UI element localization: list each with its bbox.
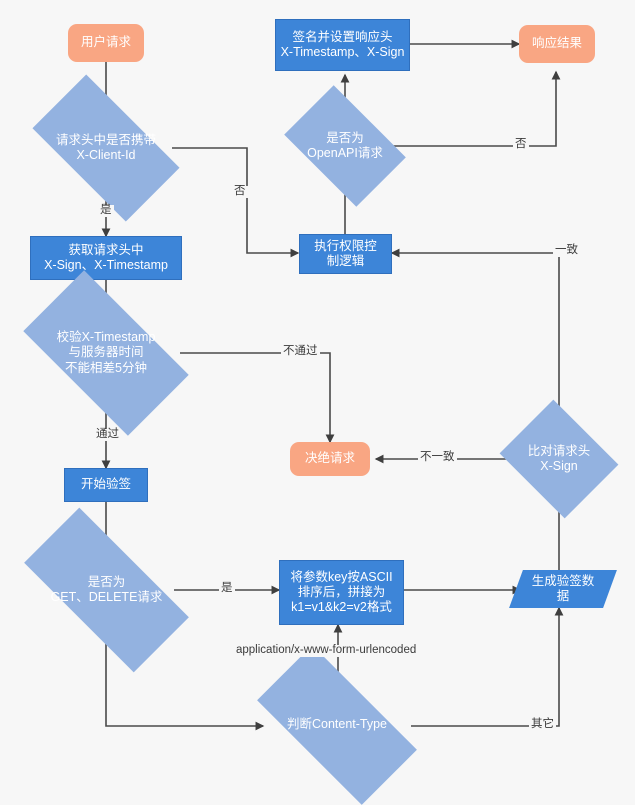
edge-label-timestamp-fail: 不通过 xyxy=(281,345,320,358)
node-get-request-headers-label: 获取请求头中 X-Sign、X-Timestamp xyxy=(44,242,168,272)
node-begin-verify[interactable]: 开始验签 xyxy=(64,468,148,502)
node-reject-request[interactable]: 决绝请求 xyxy=(290,442,370,476)
node-is-get-or-delete-label: 是否为 GET、DELETE请求 xyxy=(50,574,163,604)
edge-content-type-other-to-gen-sign xyxy=(411,606,564,727)
node-compare-sign[interactable]: 比对请求头 X-Sign xyxy=(499,399,619,519)
node-sign-response-headers-label: 签名并设置响应头 X-Timestamp、X-Sign xyxy=(280,29,405,59)
edge-label-text: 是 xyxy=(100,204,112,216)
node-get-request-headers[interactable]: 获取请求头中 X-Sign、X-Timestamp xyxy=(30,236,182,280)
node-sort-params-ascii-label: 将参数key按ASCII 排序后，拼接为 k1=v1&k2=v2格式 xyxy=(290,569,393,615)
edge-label-timestamp-pass: 通过 xyxy=(94,428,121,441)
node-check-timestamp-label: 校验X-Timestamp 与服务器时间 不能相差5分钟 xyxy=(56,330,156,375)
edge-label-no-client-id: 否 xyxy=(232,185,248,198)
node-start-label: 用户请求 xyxy=(80,35,131,50)
node-is-get-or-delete[interactable]: 是否为 GET、DELETE请求 xyxy=(24,507,189,673)
edge-label-other-content-type: 其它 xyxy=(529,718,556,731)
edge-label-yes-client-id: 是 xyxy=(98,204,114,217)
node-generate-sign-data-label: 生成验签数 据 xyxy=(531,573,595,603)
node-judge-content-type-label: 判断Content-Type xyxy=(286,717,388,732)
edge-check-ts-fail-to-reject xyxy=(180,352,335,444)
node-response-result[interactable]: 响应结果 xyxy=(519,25,595,63)
node-sign-response-headers[interactable]: 签名并设置响应头 X-Timestamp、X-Sign xyxy=(275,19,410,71)
edge-label-text: 否 xyxy=(515,138,527,150)
edge-label-text: 不一致 xyxy=(420,451,455,463)
edge-has-client-id-no-to-auth-logic xyxy=(172,147,300,258)
node-has-client-id-label: 请求头中是否携带 X-Client-Id xyxy=(55,132,156,162)
node-reject-request-label: 决绝请求 xyxy=(304,451,355,466)
node-response-result-label: 响应结果 xyxy=(531,36,582,51)
node-sort-params-ascii[interactable]: 将参数key按ASCII 排序后，拼接为 k1=v1&k2=v2格式 xyxy=(279,560,404,625)
edge-is-openapi-no-to-response xyxy=(392,70,561,147)
node-generate-sign-data[interactable]: 生成验签数 据 xyxy=(509,570,617,608)
node-is-openapi-request[interactable]: 是否为 OpenAPI请求 xyxy=(284,85,406,207)
edge-label-text: 不通过 xyxy=(283,345,318,357)
node-start[interactable]: 用户请求 xyxy=(68,24,144,62)
node-compare-sign-label: 比对请求头 X-Sign xyxy=(527,443,591,473)
node-judge-content-type[interactable]: 判断Content-Type xyxy=(257,645,417,805)
node-has-client-id[interactable]: 请求头中是否携带 X-Client-Id xyxy=(32,74,180,222)
edge-label-no-openapi: 否 xyxy=(513,138,529,151)
edge-label-yes-get-delete: 是 xyxy=(219,582,235,595)
edge-label-text: 否 xyxy=(234,185,246,197)
node-execute-auth-logic-label: 执行权限控 制逻辑 xyxy=(314,238,377,268)
node-is-openapi-request-label: 是否为 OpenAPI请求 xyxy=(307,130,383,160)
edge-label-text: application/x-www-form-urlencoded xyxy=(236,644,417,656)
node-execute-auth-logic[interactable]: 执行权限控 制逻辑 xyxy=(299,234,392,274)
edge-label-text: 一致 xyxy=(555,244,578,256)
edge-label-text: 通过 xyxy=(96,428,119,440)
edge-label-text: 其它 xyxy=(531,718,554,730)
edge-label-text: 是 xyxy=(221,582,233,594)
edge-label-sign-mismatch: 不一致 xyxy=(418,451,457,464)
edge-label-urlencoded: application/x-www-form-urlencoded xyxy=(234,644,419,657)
edge-compare-sign-match-to-auth-logic xyxy=(390,248,560,421)
node-check-timestamp[interactable]: 校验X-Timestamp 与服务器时间 不能相差5分钟 xyxy=(23,270,189,436)
node-begin-verify-label: 开始验签 xyxy=(80,477,131,492)
edge-label-sign-match: 一致 xyxy=(553,244,580,257)
